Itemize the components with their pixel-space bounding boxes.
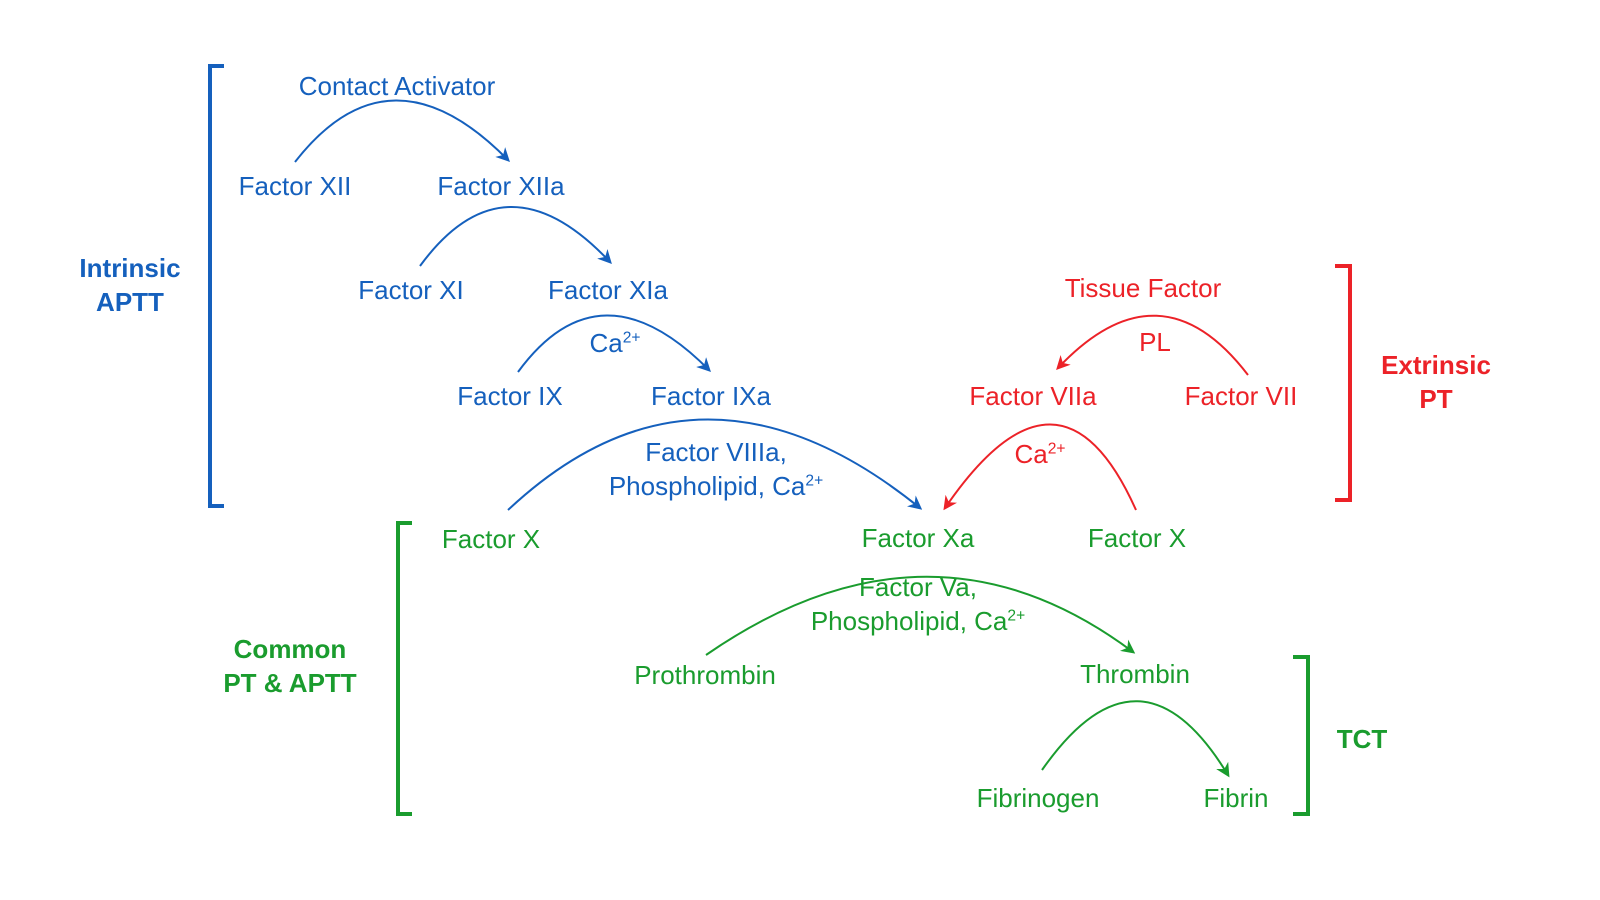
arrow-f11-to-f11a	[419, 206, 612, 267]
factor-va-text: Factor Va,	[858, 572, 978, 603]
pt-aptt-label: PT & APTT	[223, 668, 357, 698]
fibrinogen-node: Fibrinogen	[976, 783, 1100, 814]
calcium-charge: 2+	[622, 329, 641, 347]
factor-x-right-node: Factor X	[1087, 523, 1187, 554]
aptt-label: APTT	[96, 287, 164, 317]
arrow-f7-to-f7a	[1056, 314, 1249, 376]
pl-label: PL	[1139, 327, 1171, 358]
fibrin-node: Fibrin	[1203, 783, 1269, 814]
prothrombin-node: Prothrombin	[634, 660, 776, 691]
tct-bracket	[1293, 655, 1310, 816]
phospholipid-text: Phospholipid, Ca	[810, 606, 1008, 636]
arrow-f9a-to-f10a	[507, 418, 923, 511]
factor-xa-node: Factor Xa	[861, 523, 975, 554]
factor-viia-node: Factor VIIa	[969, 381, 1097, 412]
intrinsic-group-label: Intrinsic APTT	[79, 252, 180, 320]
extrinsic-group-label: Extrinsic PT	[1381, 349, 1491, 417]
factor-viiia-text: Factor VIIIa,	[645, 437, 787, 468]
tissue-factor-label: Tissue Factor	[1064, 273, 1222, 304]
calcium-text: Ca	[589, 328, 623, 359]
extrinsic-bracket	[1335, 264, 1352, 502]
factor-vii-node: Factor VII	[1184, 381, 1298, 412]
tct-label: TCT	[1336, 724, 1388, 755]
calcium-charge: 2+	[805, 472, 824, 490]
common-group-label: Common PT & APTT	[223, 633, 356, 701]
calcium-cofactor-1: Ca2+	[589, 327, 640, 361]
factor-xi-node: Factor XI	[358, 275, 464, 306]
intrinsic-label: Intrinsic	[79, 253, 181, 284]
arrow-f12-to-f12a	[294, 99, 510, 163]
intrinsic-bracket	[208, 64, 224, 508]
factor-ixa-node: Factor IXa	[651, 381, 771, 412]
arrow-f7a-to-f10a	[943, 423, 1137, 511]
factor-xii-node: Factor XII	[238, 171, 352, 202]
extrinsic-label: Extrinsic	[1381, 350, 1491, 381]
common-bracket	[396, 521, 412, 816]
factor-xia-node: Factor XIa	[548, 275, 668, 306]
calcium-charge: 2+	[1047, 440, 1066, 458]
calcium-text: Ca	[1014, 439, 1048, 470]
contact-activator-label: Contact Activator	[298, 71, 496, 102]
factor-va-cofactors: Factor Va, Phospholipid, Ca2+	[811, 571, 1025, 639]
arrow-prothrombin-to-thrombin	[705, 575, 1136, 656]
phospholipid-text: Phospholipid, Ca	[608, 471, 806, 501]
phospholipid-calcium-text: Phospholipid, Ca2+	[811, 605, 1025, 639]
arrow-fibrinogen-to-fibrin	[1041, 700, 1230, 778]
factor-xiia-node: Factor XIIa	[437, 171, 565, 202]
thrombin-node: Thrombin	[1080, 659, 1190, 690]
pt-label: PT	[1419, 384, 1453, 414]
factor-ix-node: Factor IX	[457, 381, 563, 412]
factor-x-left-node: Factor X	[441, 524, 541, 555]
common-label: Common	[233, 634, 347, 665]
arrow-f9-to-f9a	[517, 314, 711, 373]
factor-viiia-cofactors: Factor VIIIa, Phospholipid, Ca2+	[609, 436, 823, 504]
calcium-charge: 2+	[1007, 607, 1026, 625]
calcium-cofactor-2: Ca2+	[1014, 438, 1065, 472]
phospholipid-calcium-text: Phospholipid, Ca2+	[609, 470, 823, 504]
